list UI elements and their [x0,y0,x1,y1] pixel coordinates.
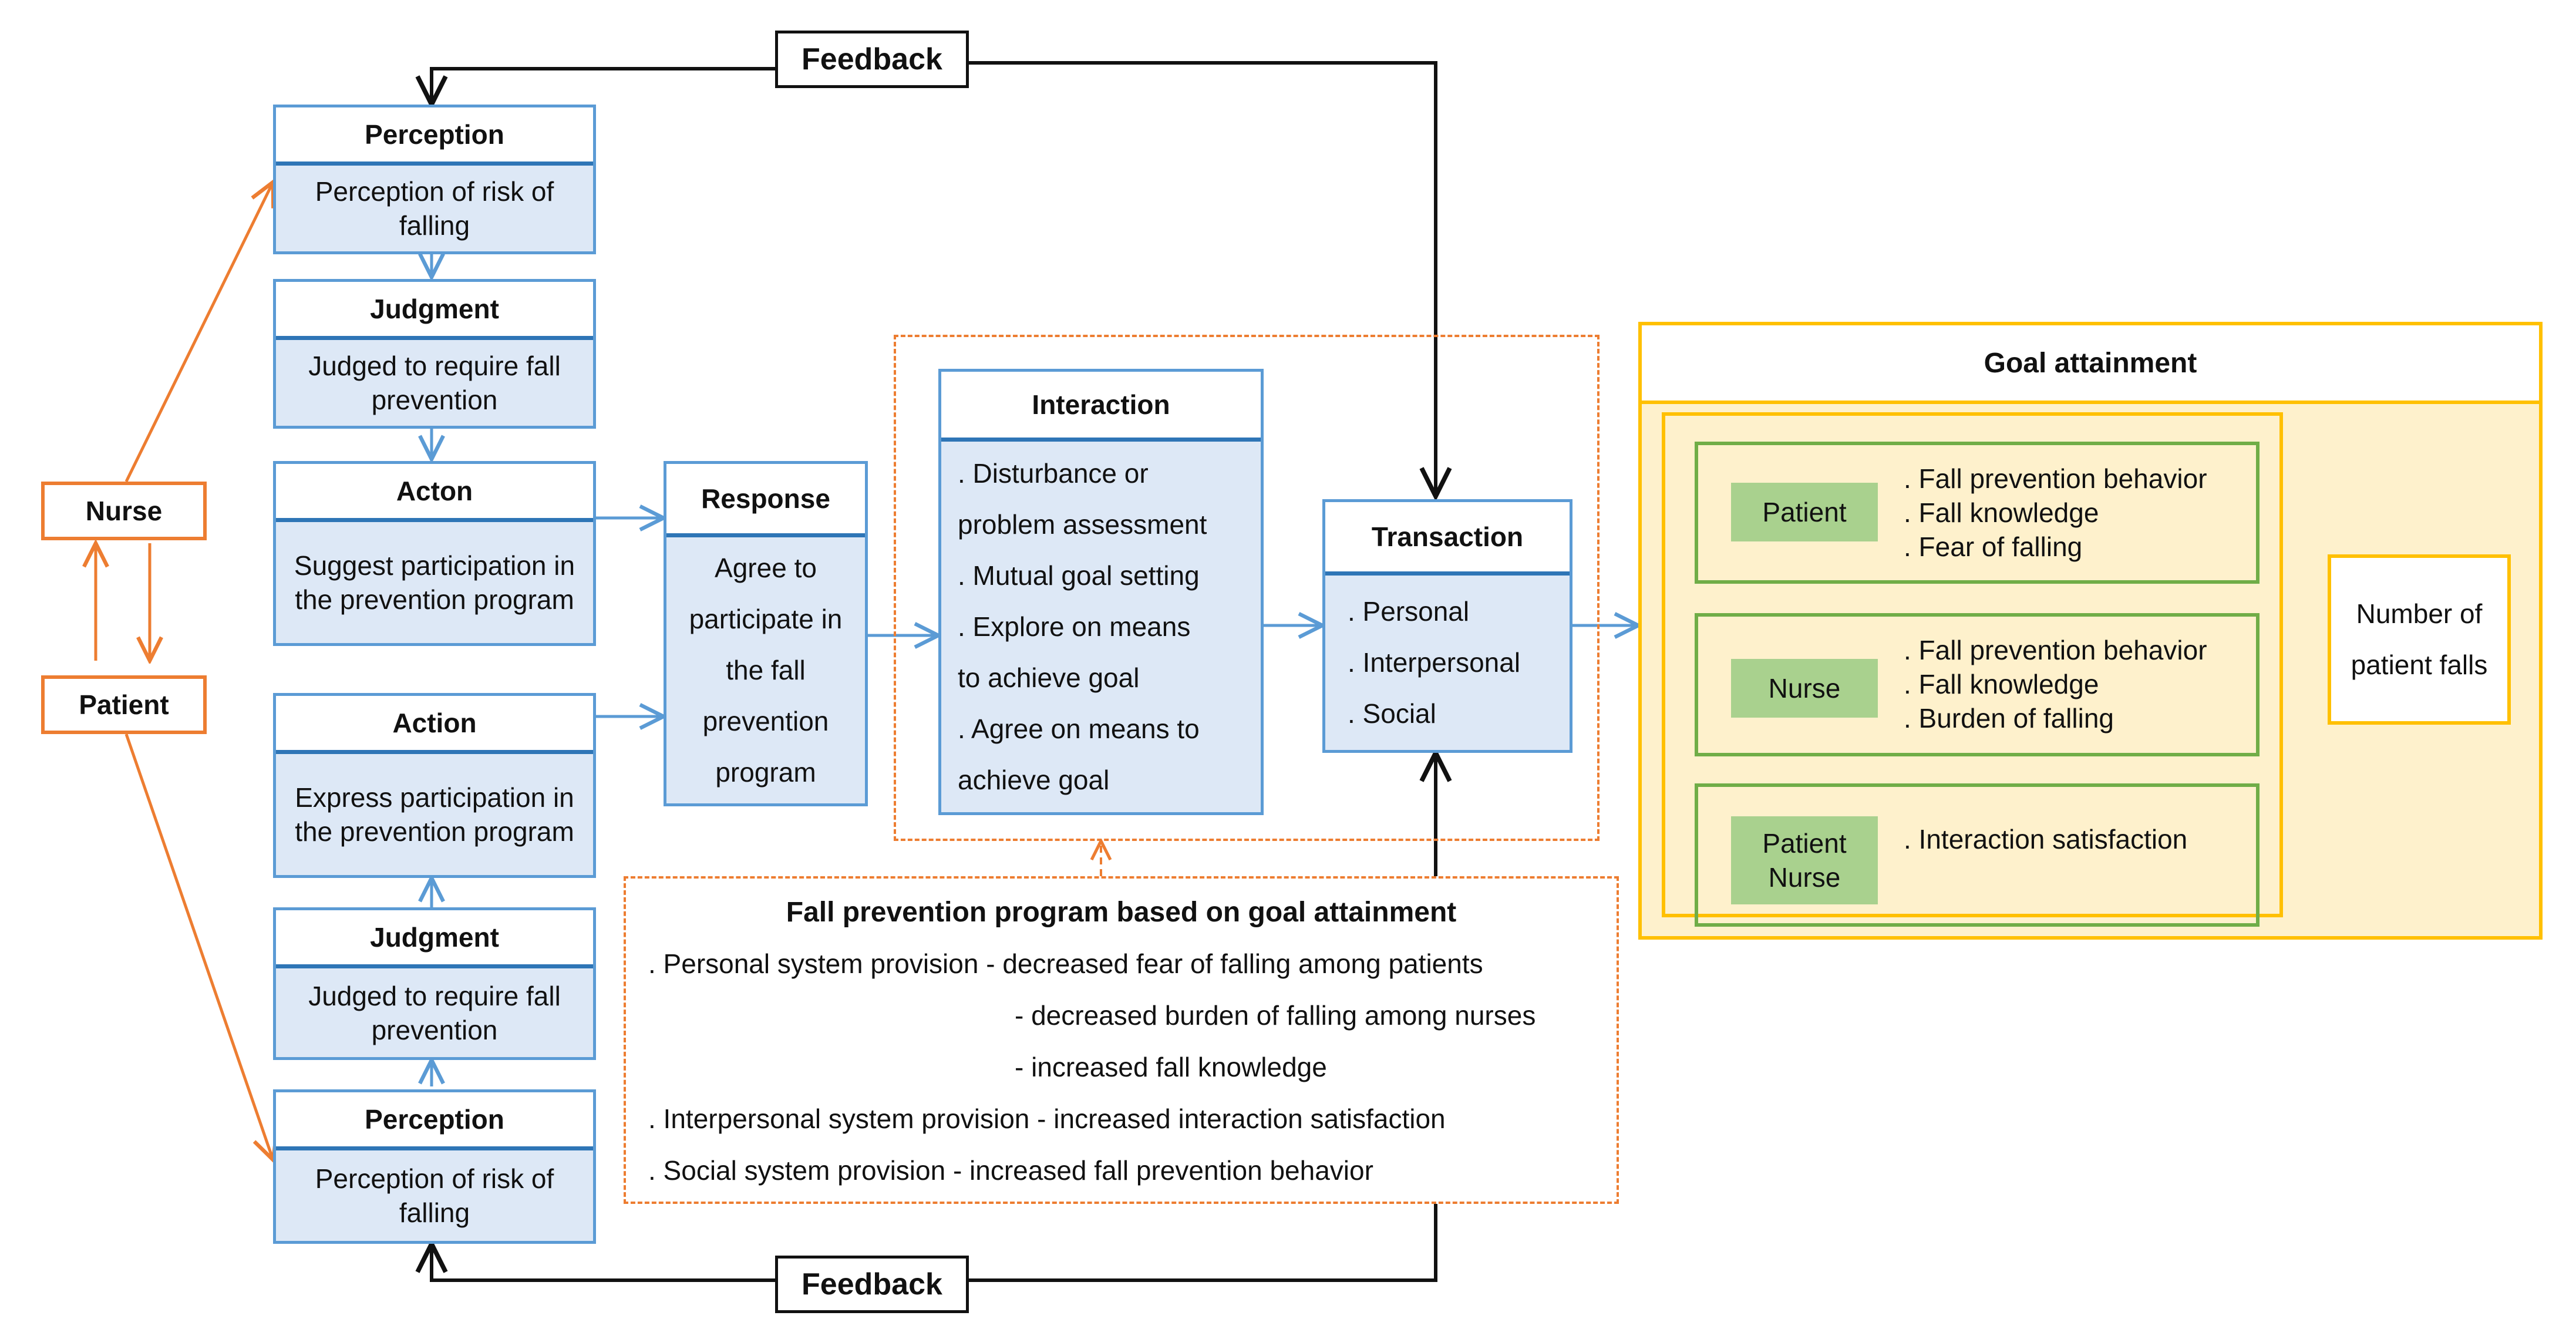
transaction-items: . Personal . Interpersonal . Social [1325,576,1570,750]
number-of-patient-falls-box: Number of patient falls [2328,554,2511,725]
goal-groups-container: Patient . Fall prevention behavior . Fal… [1662,412,2283,927]
interaction-transaction-region [894,335,1600,841]
goal-attainment-panel: Goal attainment Patient . Fall preventio… [1638,322,2543,940]
patient-action-title: Action [276,696,593,754]
patient-actor-box: Patient [41,675,207,734]
interaction-item: . Agree on means to [958,714,1200,744]
patient-to-perception-arrow [124,733,273,1160]
feedback-top-to-nurse-perception-arrow [432,67,775,105]
goal-group-label: Nurse [1731,659,1878,718]
goal-group-nurse: Nurse . Fall prevention behavior . Fall … [1695,613,2260,756]
goal-group-label: Patient [1731,483,1878,541]
response-title: Response [666,464,865,537]
outcome-item: . Fall knowledge [1904,669,2099,699]
interaction-item: to achieve goal [958,662,1140,693]
patient-judgment-body: Judged to require fall prevention [308,980,561,1045]
patient-action-box: Action Express participation in the prev… [273,693,596,878]
nurse-action-title: Acton [276,464,593,522]
outcome-item: . Interaction satisfaction [1904,824,2188,854]
feedback-bottom-label: Feedback [775,1256,969,1313]
nurse-action-body: Suggest participation in the prevention … [294,550,575,615]
patient-perception-box: Perception Perception of risk of falling [273,1089,596,1244]
program-line: . Social system provision - increased fa… [648,1155,1373,1186]
program-line: - decreased burden of falling among nurs… [1015,1000,1536,1031]
feedback-top-to-transaction-arrow [969,61,1436,496]
goal-group-outcomes: . Fall prevention behavior . Fall knowle… [1904,633,2207,735]
interaction-item: achieve goal [958,765,1110,795]
response-body: Agree to participate in the fall prevent… [689,553,843,788]
program-title: Fall prevention program based on goal at… [786,897,1457,928]
response-box: Response Agree to participate in the fal… [664,461,868,806]
program-line: - increased fall knowledge [1015,1052,1327,1082]
program-line: . Interpersonal system provision - incre… [648,1103,1446,1134]
goal-group-patient: Patient . Fall prevention behavior . Fal… [1695,442,2260,584]
interaction-box: Interaction . Disturbance or problem ass… [938,369,1264,815]
nurse-perception-title: Perception [276,107,593,166]
patient-action-body: Express participation in the prevention … [295,782,574,847]
patient-perception-body: Perception of risk of falling [315,1163,554,1228]
nurse-judgment-body: Judged to require fall prevention [308,351,561,415]
interaction-items: . Disturbance or problem assessment . Mu… [941,442,1261,812]
outcome-item: . Burden of falling [1904,703,2114,733]
nurse-actor-box: Nurse [41,482,207,540]
feedback-top-label: Feedback [775,31,969,88]
patient-judgment-box: Judgment Judged to require fall preventi… [273,907,596,1060]
goal-group-patient-nurse: Patient Nurse . Interaction satisfaction [1695,783,2260,927]
outcome-item: . Fear of falling [1904,531,2083,562]
goal-group-outcomes: . Interaction satisfaction [1904,822,2187,856]
patient-perception-title: Perception [276,1092,593,1150]
nurse-action-box: Acton Suggest participation in the preve… [273,461,596,646]
interaction-item: problem assessment [958,509,1207,540]
outcome-item: . Fall prevention behavior [1904,463,2207,494]
program-line: . Personal system provision - decreased … [648,948,1483,979]
interaction-item: . Mutual goal setting [958,560,1200,591]
transaction-item: . Social [1348,698,1436,729]
interaction-item: . Explore on means [958,611,1191,642]
fall-prevention-program-box: Fall prevention program based on goal at… [624,876,1619,1204]
nurse-perception-box: Perception Perception of risk of falling [273,105,596,254]
feedback-bottom-to-patient-perception-arrow [432,1244,775,1282]
goal-group-label: Patient Nurse [1731,816,1878,904]
nurse-judgment-box: Judgment Judged to require fall preventi… [273,279,596,429]
interaction-title: Interaction [941,372,1261,442]
patient-judgment-title: Judgment [276,910,593,968]
nurse-perception-body: Perception of risk of falling [315,176,554,241]
interaction-item: . Disturbance or [958,458,1149,489]
outcome-item: . Fall knowledge [1904,497,2099,528]
goal-group-outcomes: . Fall prevention behavior . Fall knowle… [1904,462,2207,564]
transaction-box: Transaction . Personal . Interpersonal .… [1322,499,1572,753]
transaction-title: Transaction [1325,502,1570,576]
program-to-feedback-bottom-line [969,1204,1437,1282]
transaction-item: . Interpersonal [1348,647,1521,678]
outcome-item: . Fall prevention behavior [1904,635,2207,665]
goal-attainment-title: Goal attainment [1638,322,2543,404]
nurse-judgment-title: Judgment [276,282,593,340]
nurse-to-perception-arrow [124,182,273,483]
transaction-item: . Personal [1348,596,1470,627]
